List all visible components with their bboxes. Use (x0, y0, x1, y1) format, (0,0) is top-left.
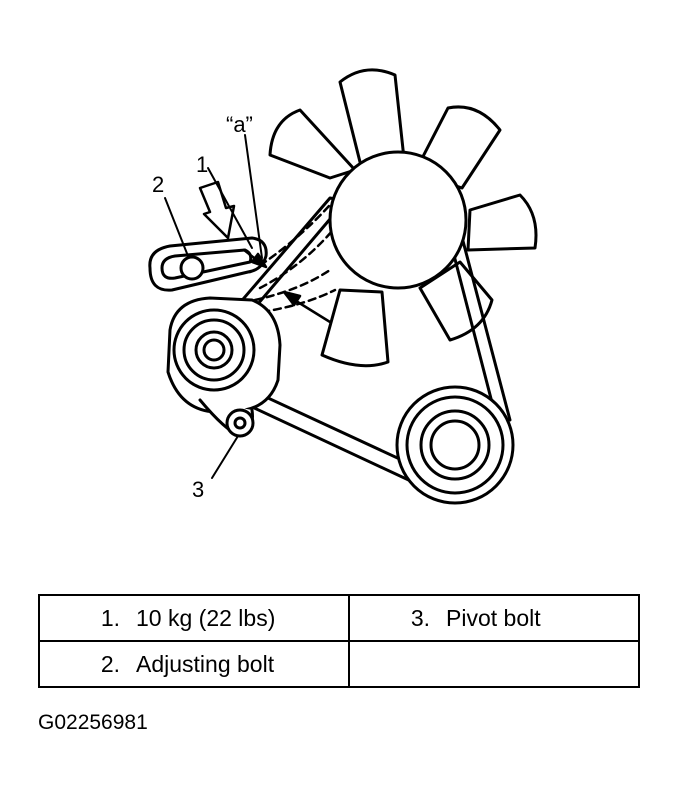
alternator (166, 296, 282, 438)
legend-cell: 2. Adjusting bolt (38, 640, 350, 688)
legend-cell: 3. Pivot bolt (348, 594, 640, 642)
legend-cell: 1. 10 kg (22 lbs) (38, 594, 350, 642)
callout-2: 2 (152, 172, 164, 197)
legend-number: 1. (100, 604, 120, 631)
adjusting-bolt (179, 255, 205, 281)
legend-number: 2. (100, 650, 120, 677)
legend-row: 2. Adjusting bolt (38, 640, 640, 688)
legend-row: 1. 10 kg (22 lbs) 3. Pivot bolt (38, 594, 640, 642)
callout-3: 3 (192, 477, 204, 502)
push-arrow (198, 180, 236, 240)
legend-table: 1. 10 kg (22 lbs) 3. Pivot bolt 2. Adjustin… (38, 594, 640, 688)
adjusting-bracket (148, 236, 268, 292)
pivot-bolt (225, 408, 255, 438)
belt-tension-diagram: “a” 1 2 3 (148, 68, 538, 505)
leader-lines (164, 134, 263, 479)
fan-blades (268, 68, 538, 368)
fan-hub (328, 150, 468, 290)
figure-id: G02256981 (38, 711, 148, 734)
legend-text: Adjusting bolt (136, 650, 275, 677)
callout-1: 1 (196, 152, 208, 177)
deflection-arrows (242, 248, 332, 324)
callout-a: “a” (226, 112, 253, 137)
legend-text: Pivot bolt (446, 604, 541, 631)
legend-cell-empty (348, 640, 640, 688)
legend-text: 10 kg (22 lbs) (136, 604, 276, 631)
legend-number: 3. (410, 604, 430, 631)
crankshaft-pulley (395, 385, 515, 505)
